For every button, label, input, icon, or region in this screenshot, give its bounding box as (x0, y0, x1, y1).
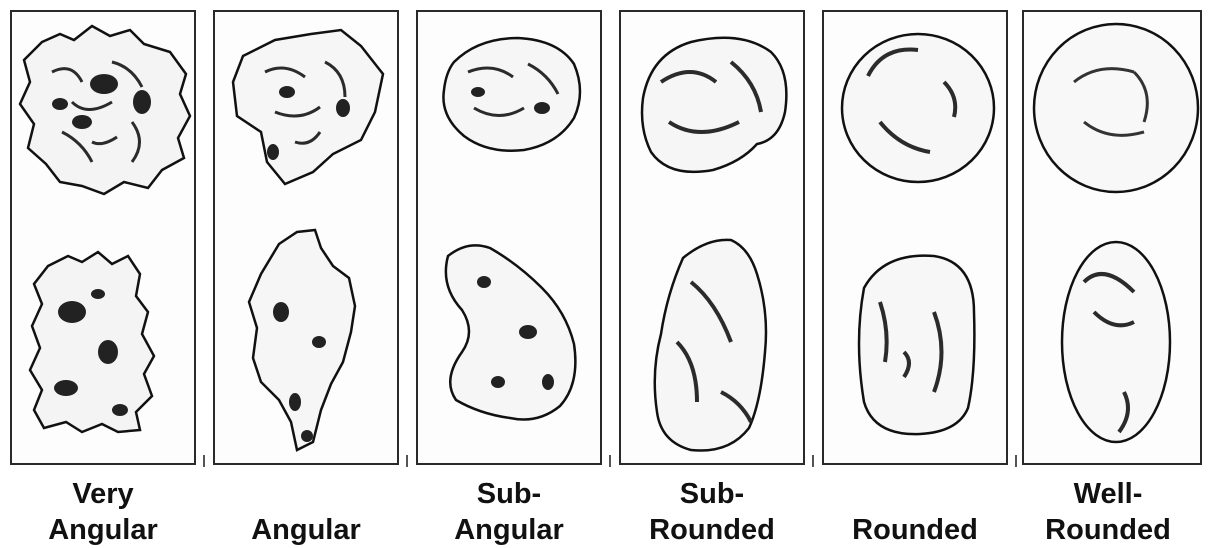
label-well-rounded-line2: Rounded (1008, 512, 1208, 548)
tick-mark (812, 455, 814, 467)
label-sub-angular: Sub- Angular (409, 476, 609, 548)
grain-sub-angular-top (443, 38, 580, 151)
label-well-rounded: Well- Rounded (1008, 476, 1208, 548)
tick-mark (609, 455, 611, 467)
panel-well-rounded (1022, 10, 1202, 465)
panel-sub-angular (416, 10, 602, 465)
label-angular: Angular (206, 476, 406, 548)
label-rounded-line2: Rounded (815, 512, 1015, 548)
label-very-angular-line2: Angular (3, 512, 203, 548)
grain-very-angular-bottom (30, 252, 154, 432)
label-angular-line1 (206, 476, 406, 512)
grain-rounded-top (842, 34, 994, 182)
grain-angular-bottom (249, 230, 355, 450)
label-sub-rounded: Sub- Rounded (612, 476, 812, 548)
tick-mark (203, 455, 205, 467)
grain-well-rounded-bottom (1062, 242, 1170, 442)
panel-angular (213, 10, 399, 465)
label-rounded-line1 (815, 476, 1015, 512)
panel-very-angular (10, 10, 196, 465)
label-very-angular: Very Angular (3, 476, 203, 548)
panel-sub-rounded (619, 10, 805, 465)
sub-rounded-grains (621, 12, 807, 467)
label-rounded: Rounded (815, 476, 1015, 548)
label-sub-angular-line1: Sub- (409, 476, 609, 512)
grain-sub-angular-bottom (446, 245, 576, 419)
grain-rounded-bottom (859, 256, 974, 435)
grain-well-rounded-top (1034, 24, 1198, 192)
label-sub-rounded-line2: Rounded (612, 512, 812, 548)
label-sub-rounded-line1: Sub- (612, 476, 812, 512)
label-sub-angular-line2: Angular (409, 512, 609, 548)
grain-sub-rounded-bottom (655, 240, 766, 451)
angular-grains (215, 12, 401, 467)
rounded-grains (824, 12, 1010, 467)
grain-sub-rounded-top (642, 38, 786, 172)
tick-mark (406, 455, 408, 467)
grain-very-angular-top (20, 26, 190, 194)
sub-angular-grains (418, 12, 604, 467)
tick-mark (1015, 455, 1017, 467)
label-angular-line2: Angular (206, 512, 406, 548)
grain-angular-top (233, 30, 383, 184)
very-angular-grains (12, 12, 198, 467)
well-rounded-grains (1024, 12, 1204, 467)
panel-rounded (822, 10, 1008, 465)
label-well-rounded-line1: Well- (1008, 476, 1208, 512)
label-very-angular-line1: Very (3, 476, 203, 512)
